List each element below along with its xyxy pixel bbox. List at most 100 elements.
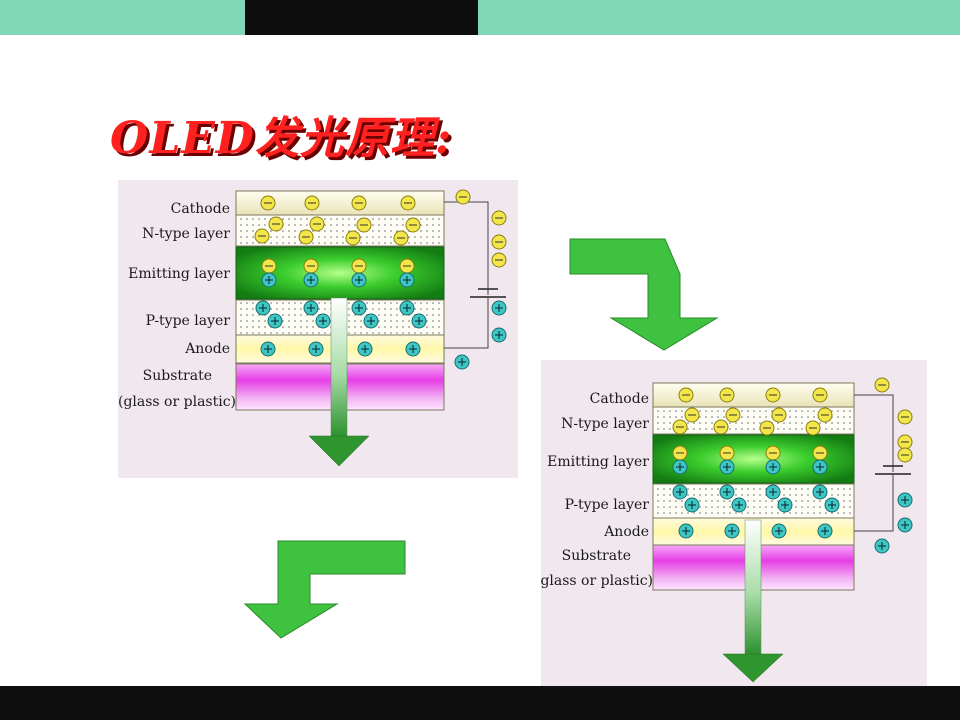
hole-icon bbox=[363, 313, 379, 329]
hole-icon bbox=[411, 313, 427, 329]
hole-icon bbox=[491, 300, 507, 316]
label-p-type-layer: P-type layer bbox=[146, 313, 231, 329]
label-substrate-material: (glass or plastic) bbox=[118, 394, 236, 410]
hole-icon bbox=[399, 272, 415, 288]
electrons bbox=[672, 377, 913, 463]
label-n-type-layer: N-type layer bbox=[561, 416, 649, 432]
electron-icon bbox=[254, 228, 270, 244]
label-substrate: Substrate bbox=[562, 548, 631, 564]
electron-icon bbox=[345, 230, 361, 246]
oled-layer-stack: Cathode N-type layer Emitting layer P-ty… bbox=[541, 377, 913, 683]
electron-icon bbox=[684, 407, 700, 423]
hole-icon bbox=[897, 492, 913, 508]
hole-icon bbox=[351, 300, 367, 316]
electron-icon bbox=[455, 189, 471, 205]
label-substrate: Substrate bbox=[143, 368, 212, 384]
electron-icon bbox=[400, 195, 416, 211]
electron-icon bbox=[304, 195, 320, 211]
hole-icon bbox=[817, 523, 833, 539]
electrons bbox=[254, 189, 507, 274]
label-substrate-material: (glass or plastic) bbox=[541, 573, 653, 589]
label-p-type-layer: P-type layer bbox=[565, 497, 650, 513]
hole-icon bbox=[260, 341, 276, 357]
hole-icon bbox=[812, 459, 828, 475]
electron-icon bbox=[672, 445, 688, 461]
electron-icon bbox=[356, 217, 372, 233]
electron-icon bbox=[897, 409, 913, 425]
hole-icon bbox=[303, 272, 319, 288]
hole-icon bbox=[308, 341, 324, 357]
hole-icon bbox=[357, 341, 373, 357]
bottom-band bbox=[0, 686, 960, 720]
hole-icon bbox=[315, 313, 331, 329]
hole-icon bbox=[719, 459, 735, 475]
label-n-type-layer: N-type layer bbox=[142, 226, 230, 242]
electron-icon bbox=[713, 419, 729, 435]
hole-icon bbox=[351, 272, 367, 288]
top-band-right bbox=[478, 0, 960, 35]
electron-icon bbox=[874, 377, 890, 393]
holes bbox=[672, 459, 913, 554]
electron-icon bbox=[405, 217, 421, 233]
hole-icon bbox=[261, 272, 277, 288]
electron-icon bbox=[351, 195, 367, 211]
hole-icon bbox=[719, 484, 735, 500]
hole-icon bbox=[255, 300, 271, 316]
light-emission-arrow bbox=[308, 297, 370, 467]
hole-icon bbox=[454, 354, 470, 370]
top-band-left bbox=[0, 0, 245, 35]
hole-icon bbox=[897, 517, 913, 533]
label-cathode: Cathode bbox=[590, 391, 649, 407]
hole-icon bbox=[672, 484, 688, 500]
electron-icon bbox=[725, 407, 741, 423]
hole-icon bbox=[678, 523, 694, 539]
electron-icon bbox=[399, 258, 415, 274]
hole-icon bbox=[765, 459, 781, 475]
hole-icon bbox=[491, 327, 507, 343]
electron-icon bbox=[268, 216, 284, 232]
electron-icon bbox=[303, 258, 319, 274]
hole-icon bbox=[684, 497, 700, 513]
electron-icon bbox=[719, 445, 735, 461]
electron-icon bbox=[719, 387, 735, 403]
slide-title: OLED发光原理: bbox=[110, 113, 453, 164]
hole-icon bbox=[824, 497, 840, 513]
label-cathode: Cathode bbox=[171, 201, 230, 217]
label-emitting-layer: Emitting layer bbox=[547, 454, 649, 470]
electron-icon bbox=[678, 387, 694, 403]
electron-icon bbox=[759, 420, 775, 436]
electron-icon bbox=[298, 229, 314, 245]
hole-icon bbox=[672, 459, 688, 475]
bent-arrow-right-down-icon bbox=[569, 238, 719, 351]
electron-icon bbox=[260, 195, 276, 211]
hole-icon bbox=[777, 497, 793, 513]
electron-icon bbox=[812, 445, 828, 461]
electron-icon bbox=[261, 258, 277, 274]
label-emitting-layer: Emitting layer bbox=[128, 266, 230, 282]
label-anode: Anode bbox=[603, 524, 649, 540]
hole-icon bbox=[812, 484, 828, 500]
electron-icon bbox=[393, 230, 409, 246]
bent-arrow-left-down-icon bbox=[243, 540, 406, 639]
top-band-middle bbox=[245, 0, 478, 35]
electron-icon bbox=[491, 210, 507, 226]
battery-circuit bbox=[854, 394, 911, 532]
electron-icon bbox=[817, 407, 833, 423]
hole-icon bbox=[771, 523, 787, 539]
electron-icon bbox=[491, 234, 507, 250]
hole-icon bbox=[267, 313, 283, 329]
hole-icon bbox=[724, 523, 740, 539]
electron-icon bbox=[897, 434, 913, 450]
electron-icon bbox=[765, 387, 781, 403]
electron-icon bbox=[351, 258, 367, 274]
electron-icon bbox=[672, 419, 688, 435]
oled-diagram-before: Cathode N-type layer Emitting layer P-ty… bbox=[118, 180, 518, 478]
hole-icon bbox=[405, 341, 421, 357]
oled-diagram-after: Cathode N-type layer Emitting layer P-ty… bbox=[541, 360, 927, 692]
light-emission-arrow bbox=[722, 519, 784, 683]
hole-icon bbox=[765, 484, 781, 500]
hole-icon bbox=[874, 538, 890, 554]
electron-icon bbox=[309, 216, 325, 232]
hole-icon bbox=[731, 497, 747, 513]
holes bbox=[255, 272, 507, 370]
